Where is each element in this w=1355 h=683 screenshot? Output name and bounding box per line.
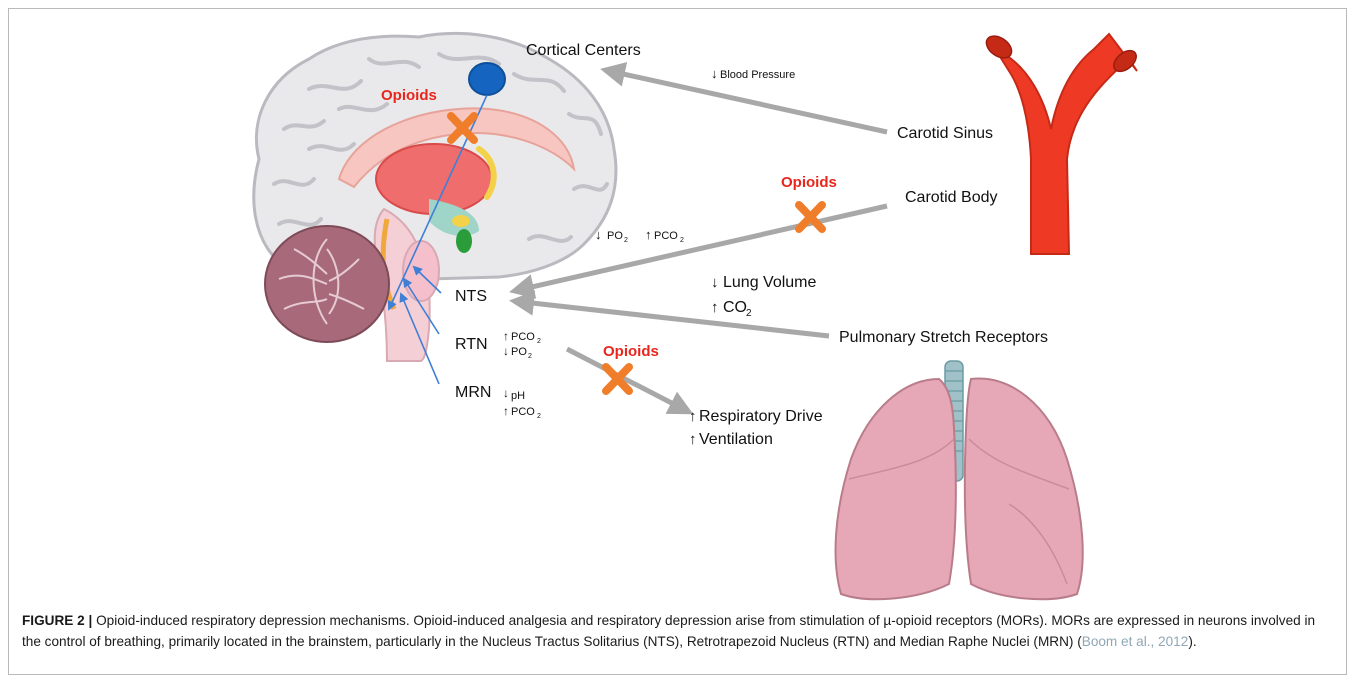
- carotid-body-label: Carotid Body: [905, 189, 998, 206]
- svg-text:Lung Volume: Lung Volume: [723, 274, 817, 291]
- cerebellum: [265, 226, 389, 342]
- svg-text:2: 2: [537, 413, 541, 420]
- stretch-receptor-arrow: [514, 301, 829, 336]
- svg-text:↓: ↓: [503, 344, 509, 358]
- cortical-center-node: [469, 63, 505, 95]
- svg-text:2: 2: [680, 237, 684, 244]
- svg-text:2: 2: [528, 353, 532, 360]
- pons: [403, 241, 439, 301]
- figure-number: FIGURE 2 |: [22, 613, 92, 628]
- pco2-label-carotid: ↑ PCO 2: [645, 227, 684, 244]
- svg-text:PO: PO: [511, 346, 527, 358]
- lungs-illustration: [836, 361, 1083, 599]
- po2-label: ↓ PO 2: [595, 227, 628, 244]
- respiratory-drive-label: ↑ Respiratory Drive: [689, 408, 823, 425]
- svg-text:↑: ↑: [689, 431, 697, 448]
- pulmonary-stretch-receptors-label: Pulmonary Stretch Receptors: [839, 329, 1048, 346]
- opioids-label-cortical: Opioids: [381, 87, 437, 104]
- optic-chiasm: [452, 215, 470, 227]
- caption-tail: ).: [1188, 634, 1196, 649]
- svg-text:↑: ↑: [689, 408, 697, 425]
- lung-volume-label: ↓ Lung Volume: [711, 274, 817, 291]
- svg-text:↓: ↓: [711, 66, 718, 81]
- svg-text:2: 2: [537, 338, 541, 345]
- diagram-canvas: Opioids Opioids Opioids Cortical Centers…: [9, 9, 1348, 609]
- svg-text:Ventilation: Ventilation: [699, 431, 773, 448]
- svg-text:pH: pH: [511, 390, 525, 402]
- ventilation-label: ↑ Ventilation: [689, 431, 773, 448]
- co2-label: ↑ CO 2: [711, 299, 752, 319]
- opioids-label-respiratory: Opioids: [603, 343, 659, 360]
- svg-text:↓: ↓: [711, 274, 719, 291]
- svg-text:PO: PO: [607, 230, 623, 242]
- svg-text:CO: CO: [723, 299, 747, 316]
- mrn-label: MRN: [455, 384, 491, 401]
- blood-pressure-label: ↓ Blood Pressure: [711, 66, 795, 81]
- svg-text:↓: ↓: [503, 386, 509, 400]
- svg-text:↑: ↑: [645, 227, 652, 242]
- figure-caption: FIGURE 2 | Opioid-induced respiratory de…: [22, 610, 1337, 652]
- svg-text:PCO: PCO: [511, 406, 535, 418]
- carotid-artery-illustration: [982, 32, 1140, 254]
- opioids-label-carotid-body: Opioids: [781, 174, 837, 191]
- nts-label: NTS: [455, 288, 487, 305]
- svg-text:2: 2: [624, 237, 628, 244]
- svg-text:PCO: PCO: [654, 230, 678, 242]
- svg-text:↑: ↑: [503, 329, 509, 343]
- cortical-centers-label: Cortical Centers: [526, 42, 641, 59]
- carotid-sinus-label: Carotid Sinus: [897, 125, 993, 142]
- figure-frame: Opioids Opioids Opioids Cortical Centers…: [8, 8, 1347, 675]
- svg-text:Blood Pressure: Blood Pressure: [720, 69, 795, 81]
- mrn-pco2-label: ↑ PCO 2: [503, 404, 541, 420]
- svg-text:PCO: PCO: [511, 331, 535, 343]
- pituitary: [456, 229, 472, 253]
- svg-text:Respiratory Drive: Respiratory Drive: [699, 408, 823, 425]
- rtn-label: RTN: [455, 336, 488, 353]
- svg-text:2: 2: [746, 308, 752, 319]
- rtn-po2-label: ↓ PO 2: [503, 344, 532, 360]
- svg-text:↓: ↓: [595, 227, 602, 242]
- mrn-ph-label: ↓ pH: [503, 386, 525, 402]
- caption-citation-link[interactable]: Boom et al., 2012: [1082, 634, 1189, 649]
- svg-text:↑: ↑: [503, 404, 509, 418]
- rtn-pco2-label: ↑ PCO 2: [503, 329, 541, 345]
- svg-text:↑: ↑: [711, 299, 719, 316]
